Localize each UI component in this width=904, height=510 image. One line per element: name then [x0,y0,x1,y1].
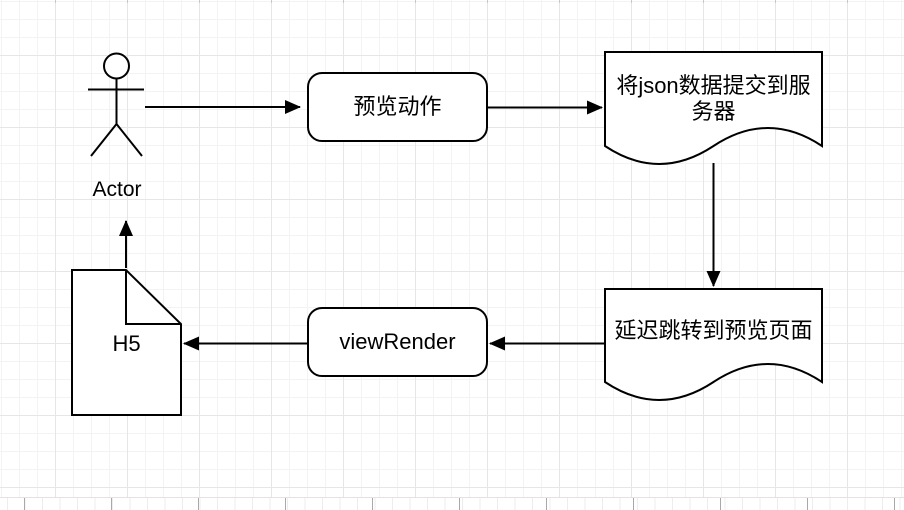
view-render-shape[interactable] [307,307,488,377]
view-render-label: viewRender [339,329,456,354]
h5-note-outline [71,269,182,416]
h5-note-shape[interactable] [71,269,182,416]
submit-json-label: 将json数据提交到服 务器 [605,52,822,145]
submit-json-label-line1: 将json数据提交到服 [616,72,811,98]
page-boundary-ticks [0,0,904,3]
bottom-ruler [0,497,904,510]
preview-action-label: 预览动作 [353,94,442,119]
actor-label: Actor [92,178,142,201]
actor-head [103,52,130,80]
h5-label: H5 [112,331,141,356]
submit-json-label-line2: 务器 [691,98,736,124]
h5-note-fold [125,270,181,325]
actor-legs [90,122,143,157]
delay-redirect-document-shape[interactable] [604,288,823,401]
submit-json-document-shape[interactable] [604,51,823,165]
actor-shape[interactable] [88,52,144,157]
delay-redirect-label: 延迟跳转到预览页面 [614,318,813,343]
